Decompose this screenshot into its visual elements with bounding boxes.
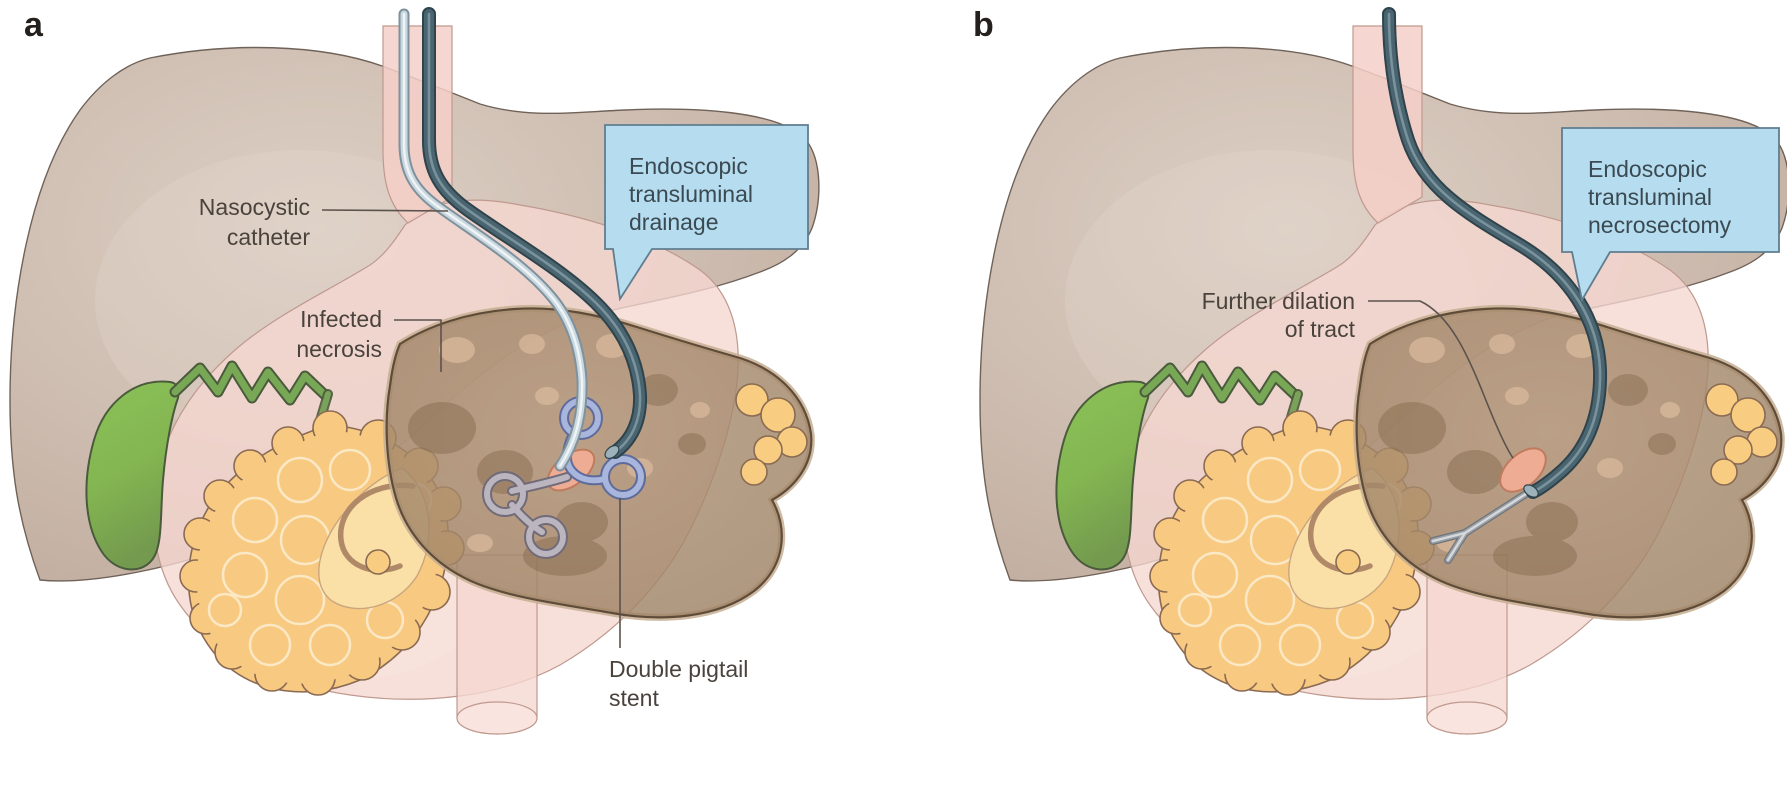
- leader-nasocystic: [321, 209, 449, 212]
- endoscope-tip: [604, 444, 620, 460]
- necrosectomy-forceps: [1429, 486, 1536, 564]
- label-dilation-line1: Further dilation: [1202, 288, 1355, 314]
- nasocystic-catheter: [398, 8, 588, 472]
- panel-b-letter: b: [973, 6, 994, 44]
- callout-box-a: [604, 124, 809, 302]
- leader-infected: [394, 319, 442, 372]
- pigtail-stent-grey: [482, 471, 572, 559]
- endoscope: [422, 7, 648, 460]
- label-dilation-line2: of tract: [1285, 316, 1356, 342]
- label-infected-line1: Infected: [300, 306, 382, 332]
- panel-a-letter: a: [24, 6, 44, 44]
- callout-box-b: [1561, 127, 1780, 303]
- callout-a-line2: transluminal: [629, 181, 753, 207]
- leader-dilation: [1368, 300, 1514, 459]
- callout-b-line2: transluminal: [1588, 184, 1712, 210]
- label-stent-line2: stent: [609, 685, 659, 711]
- label-nasocystic-line2: catheter: [227, 224, 310, 250]
- endoscope-b: [1382, 7, 1608, 499]
- callout-b-line1: Endoscopic: [1588, 156, 1707, 182]
- panel-a-overlay: Endoscopic transluminal drainage Nasocys…: [24, 6, 809, 711]
- endoscope-b-tip: [1523, 484, 1539, 498]
- label-nasocystic-line1: Nasocystic: [199, 194, 310, 220]
- label-infected-line2: necrosis: [296, 336, 382, 362]
- callout-b-line3: necrosectomy: [1588, 212, 1732, 238]
- panel-b-overlay: Endoscopic transluminal necrosectomy Fur…: [973, 6, 1780, 564]
- callout-a-line3: drainage: [629, 209, 719, 235]
- callout-a-line1: Endoscopic: [629, 153, 748, 179]
- label-stent-line1: Double pigtail: [609, 656, 748, 682]
